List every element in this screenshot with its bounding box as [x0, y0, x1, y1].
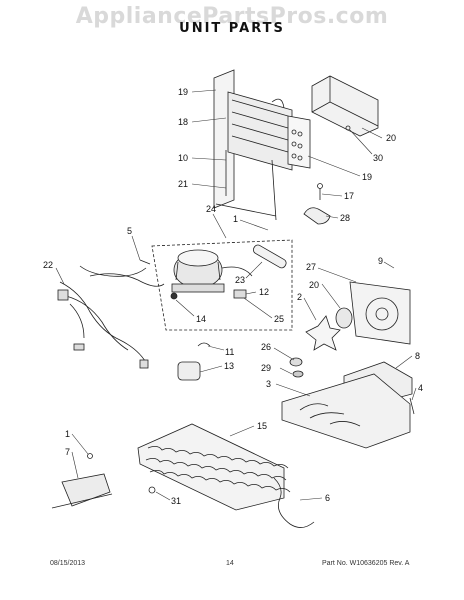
callout-21: 21	[178, 179, 188, 189]
callout-17: 17	[344, 191, 354, 201]
filter-drier	[252, 244, 287, 269]
callout-5: 5	[127, 226, 132, 236]
callout-10: 10	[178, 153, 188, 163]
callout-1: 1	[233, 214, 238, 224]
callout-25: 25	[274, 314, 284, 324]
callout-20: 20	[386, 133, 396, 143]
callout-26: 26	[261, 342, 271, 352]
condenser-assembly	[213, 69, 311, 221]
callout-22: 22	[43, 260, 53, 270]
page-title: UNIT PARTS	[179, 21, 285, 36]
footer-date: 08/15/2013	[50, 560, 86, 567]
callout-labels: 19 18 10 21 24 1 5 22 20 30 19 17 28 9 2…	[43, 87, 423, 506]
callout-24: 24	[206, 204, 216, 214]
wire-harness	[57, 265, 165, 369]
callout-30: 30	[373, 153, 383, 163]
callout-8: 8	[415, 351, 420, 361]
callout-27: 27	[306, 262, 316, 272]
callout-2: 2	[297, 292, 302, 302]
callout-19: 19	[362, 172, 372, 182]
callout-20: 20	[309, 280, 319, 290]
callout-14: 14	[196, 314, 206, 324]
callout-13: 13	[224, 361, 234, 371]
callout-4: 4	[418, 383, 423, 393]
callout-1: 1	[65, 429, 70, 439]
callout-11: 11	[225, 347, 234, 357]
callout-12: 12	[259, 287, 269, 297]
footer-page-number: 14	[226, 560, 234, 567]
compressor	[170, 249, 253, 300]
fan-shroud	[349, 281, 411, 345]
callout-7: 7	[65, 447, 70, 457]
fan-motor	[305, 307, 353, 351]
callout-3: 3	[266, 379, 271, 389]
callout-23: 23	[235, 275, 245, 285]
footer-part-number: Part No. W10636205 Rev. A	[322, 560, 410, 567]
condenser-coil	[137, 423, 291, 511]
mounting-clip	[303, 183, 331, 225]
callout-18: 18	[178, 117, 188, 127]
bracket-assembly	[51, 453, 113, 509]
base-pan	[281, 373, 411, 449]
fan-shroud-bracket	[311, 75, 379, 137]
callout-28: 28	[340, 213, 350, 223]
callout-6: 6	[325, 493, 330, 503]
watermark: AppliancePartsPros.com	[75, 4, 389, 29]
callout-29: 29	[261, 363, 271, 373]
callout-9: 9	[378, 256, 383, 266]
callout-15: 15	[257, 421, 267, 431]
callout-31: 31	[171, 496, 181, 506]
callout-19: 19	[178, 87, 188, 97]
leader-lines	[55, 89, 417, 501]
